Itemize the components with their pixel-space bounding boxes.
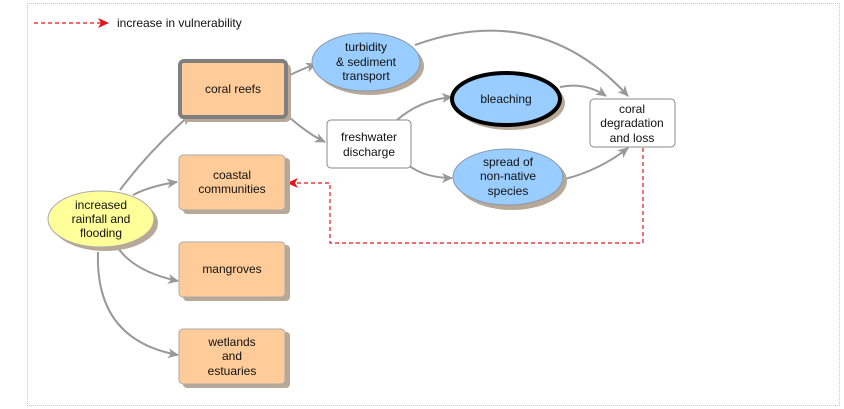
edge-degradation-to-coastal-dashed (287, 148, 644, 244)
node-label-line: increased (75, 198, 127, 212)
node-label-line: spread of (483, 155, 534, 169)
node-label-line: flooding (80, 226, 122, 240)
node-label-line: bleaching (480, 92, 531, 106)
node-label-line: and loss (610, 131, 655, 145)
node-bleaching[interactable]: bleaching (450, 71, 565, 130)
legend: increase in vulnerability (34, 16, 242, 30)
node-label-line: coral reefs (205, 82, 261, 96)
edge-rainfall-to-wetlands (96, 251, 179, 359)
node-label-line: rainfall and (72, 212, 131, 226)
node-label-line: coral (619, 102, 645, 116)
node-mangroves[interactable]: mangroves (178, 241, 290, 301)
node-label-line: discharge (343, 145, 395, 159)
node-label-line: freshwater (341, 130, 397, 144)
node-label-line: mangroves (202, 262, 261, 276)
node-label-line: estuaries (208, 364, 257, 378)
node-label-line: & sediment (336, 55, 397, 69)
node-label-line: non-native (480, 169, 536, 183)
edge-turbidity-to-degradation (414, 29, 629, 97)
node-label-line: and (222, 349, 242, 363)
edge-freshwater-to-bleaching (396, 92, 453, 121)
node-label-line: turbidity (345, 40, 387, 54)
edge-rainfall-to-coastal-communities (132, 178, 178, 196)
node-label-line: species (488, 184, 529, 198)
edges (96, 29, 629, 359)
node-label-line: wetlands (207, 335, 255, 349)
node-label-line: coastal (213, 168, 251, 182)
node-freshwater-discharge[interactable]: freshwater discharge (326, 119, 412, 169)
legend-label: increase in vulnerability (117, 16, 242, 30)
edge-coral-reefs-to-freshwater (289, 117, 326, 143)
edge-spread-to-degradation (564, 147, 629, 180)
edge-bleaching-to-degradation (559, 84, 607, 97)
node-spread-non-native[interactable]: spread of non-native species (452, 148, 567, 210)
edge-freshwater-to-spread (407, 164, 453, 183)
node-coral-reefs[interactable]: coral reefs (178, 59, 291, 122)
node-label-line: communities (198, 182, 265, 196)
node-label-line: transport (342, 69, 390, 83)
node-label-line: degradation (600, 116, 663, 130)
node-coastal-communities[interactable]: coastal communities (178, 154, 290, 214)
node-turbidity[interactable]: turbidity & sediment transport (311, 32, 424, 95)
edge-rainfall-to-coral-reefs (119, 114, 191, 191)
node-coral-degradation[interactable]: coral degradation and loss (589, 98, 676, 148)
node-increased-rainfall[interactable]: increased rainfall and flooding (47, 190, 158, 251)
diagram-frame (27, 3, 840, 406)
node-wetlands[interactable]: wetlands and estuaries (178, 328, 290, 388)
edge-rainfall-to-mangroves (117, 247, 179, 284)
